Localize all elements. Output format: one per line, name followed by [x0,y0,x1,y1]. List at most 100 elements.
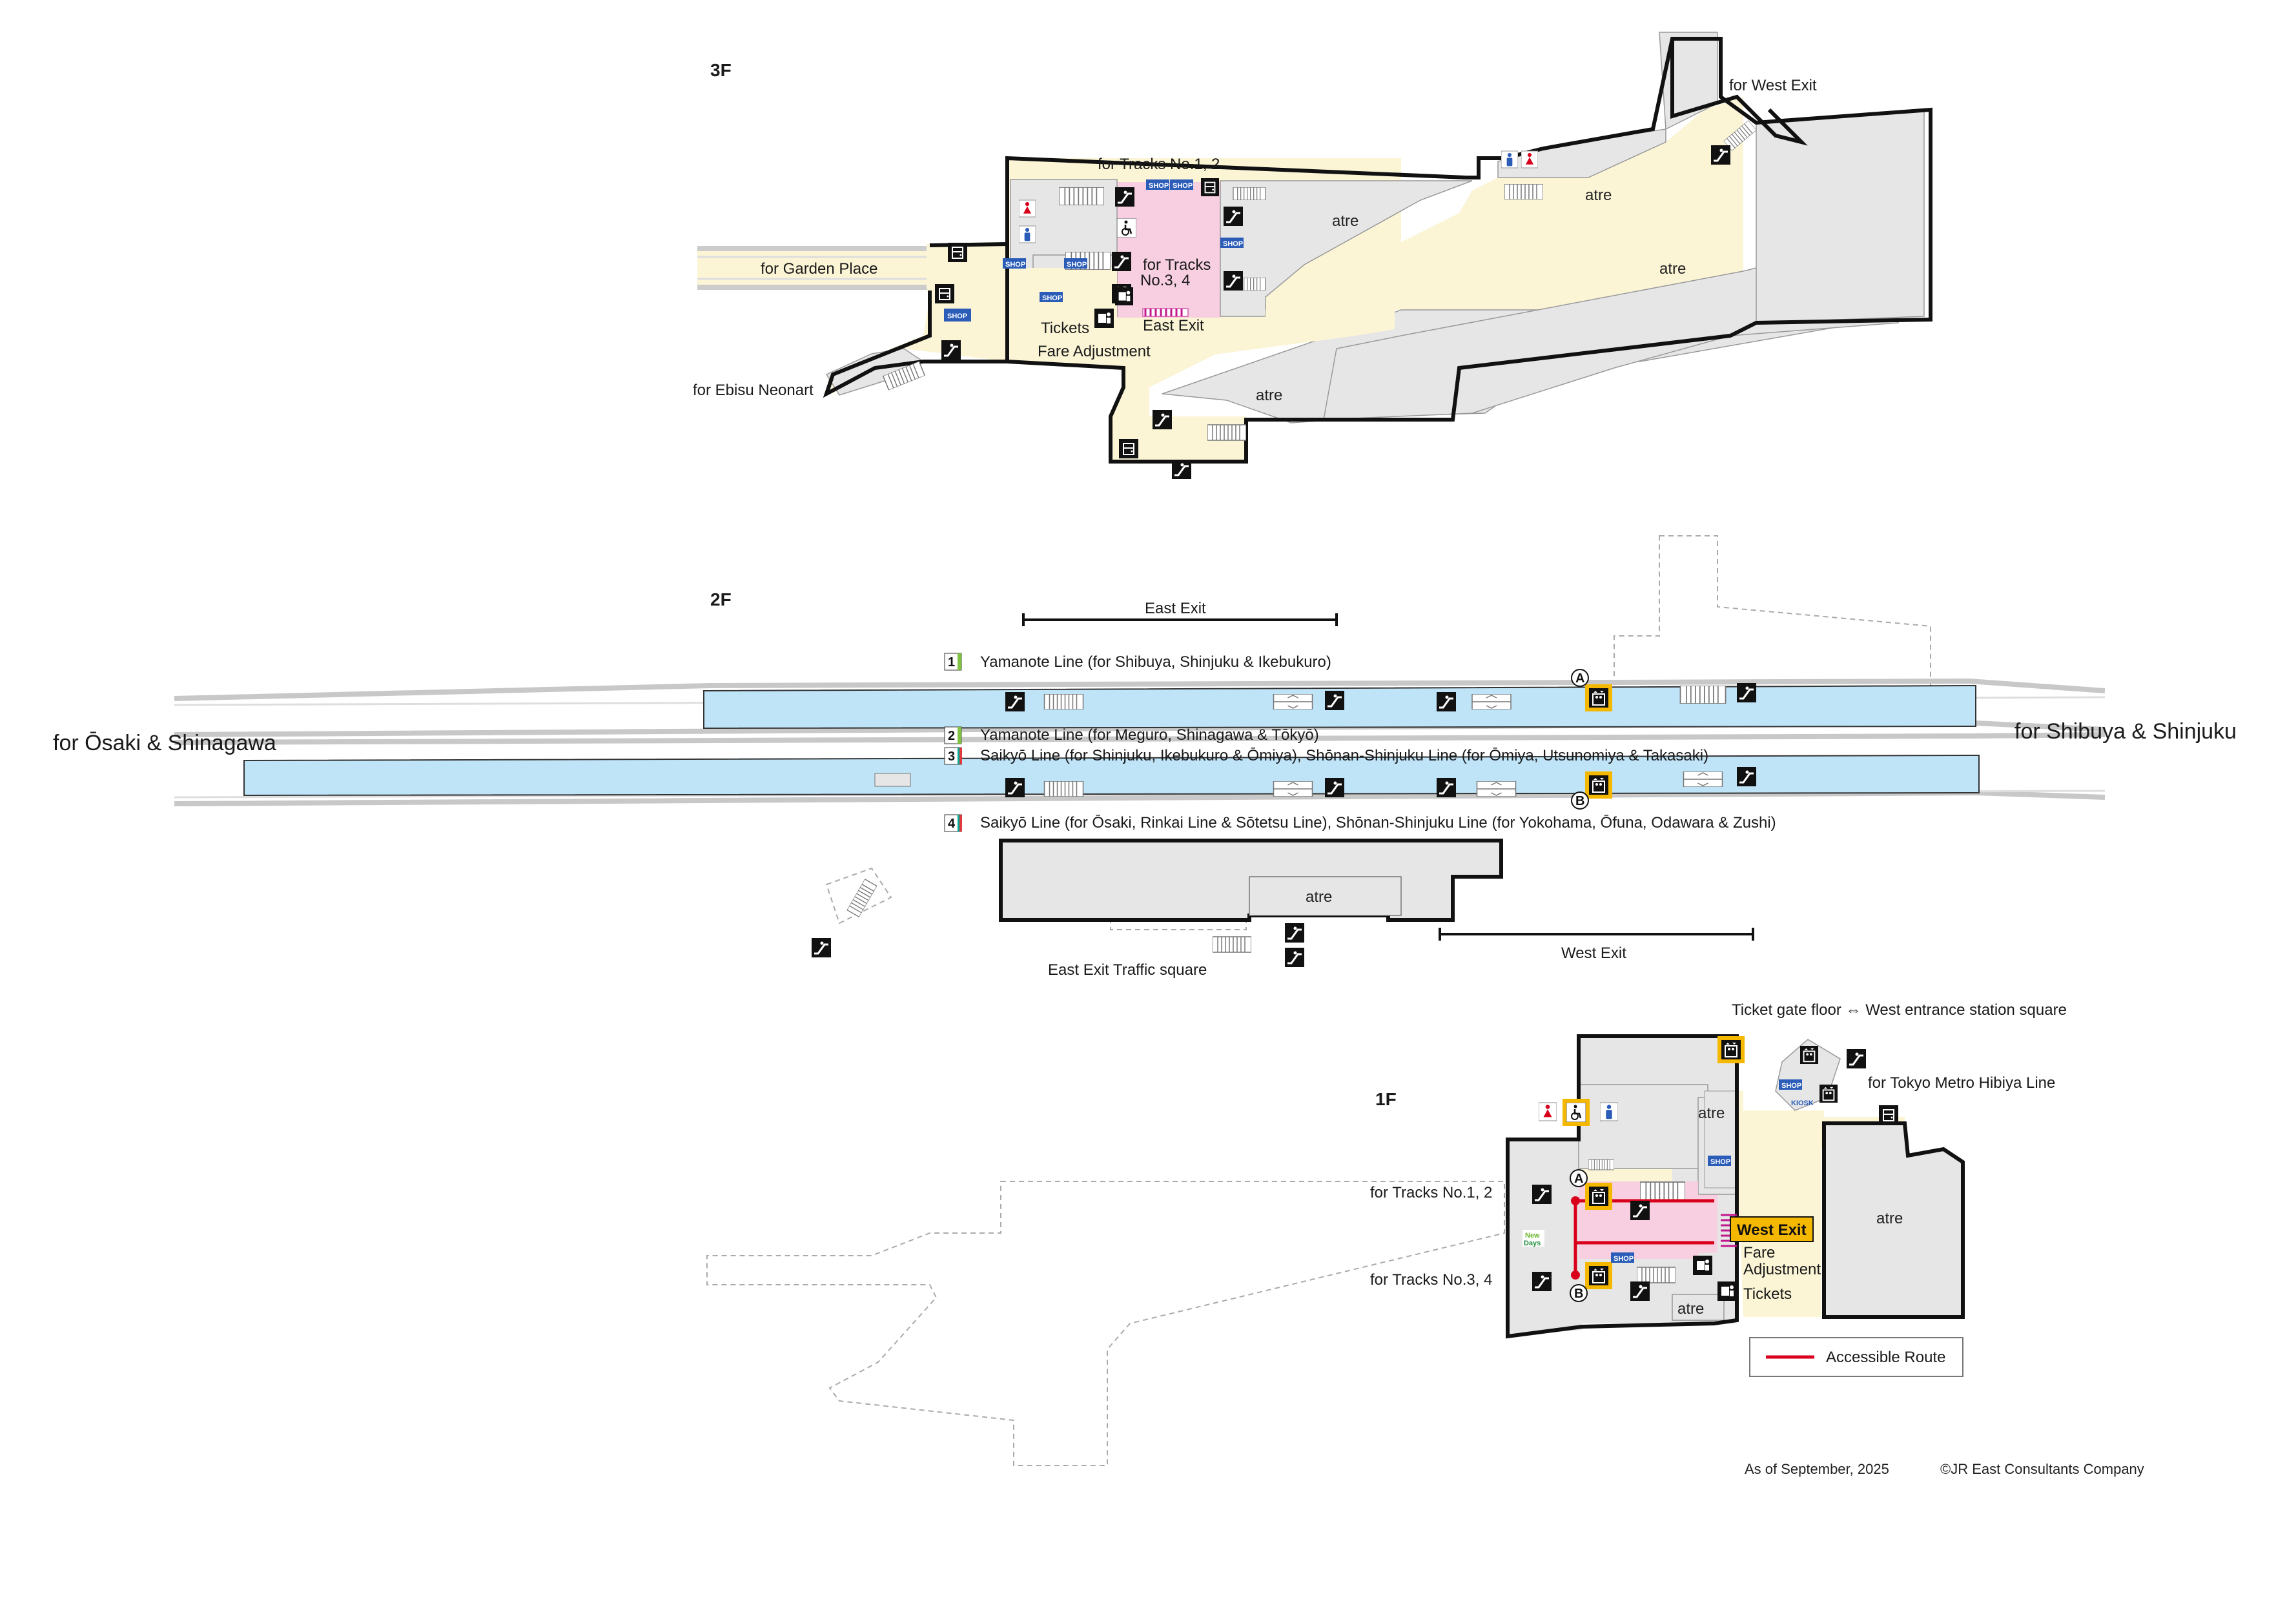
escalator-icon [1153,410,1172,429]
svg-text:Saikyō Line (for Shinjuku, Ike: Saikyō Line (for Shinjuku, Ikebukuro & Ō… [980,747,1708,764]
track-4-label: 4 Saikyō Line (for Ōsaki, Rinkai Line & … [944,814,1776,832]
label-atre: atre [1256,387,1282,404]
locker-icon [1201,178,1219,196]
floor-label-1f: 1F [1375,1089,1397,1109]
locker-icon [935,284,954,303]
label-west-exit-2f: West Exit [1561,944,1626,962]
elevator-icon [1589,1187,1608,1206]
label-tracks12-3f: for Tracks No.1, 2 [1098,156,1220,173]
shop-icon: SHOP [1781,1082,1801,1090]
locker-icon [948,243,967,262]
escalator-icon [1112,252,1131,271]
escalator-icon [1711,145,1730,165]
shop-icon: SHOP [1614,1255,1634,1263]
elevator-icon [1589,1266,1608,1285]
escalator-icon [1437,692,1456,711]
shop-icon: SHOP [947,312,967,320]
elevator-b-label: B [1574,1287,1583,1301]
floor-label-3f: 3F [710,60,732,80]
label-west-exit-3f: for West Exit [1729,77,1817,94]
label-for-osaki: for Ōsaki & Shinagawa [53,731,276,755]
shop-badges-3f: SHOP SHOP SHOP SHOP SHOP SHOP SHOP [944,179,1244,322]
elevator-a-label: A [1574,1172,1583,1186]
ticket-machine-icon [1094,309,1114,328]
escalator-icon [1630,1201,1650,1220]
elevator-icon [1819,1085,1838,1103]
label-tracks34-3f: for Tracks [1143,256,1211,274]
label-gate-square: Ticket gate floor ⇔ West entrance statio… [1732,1001,2067,1019]
legend-accessible-label: Accessible Route [1826,1349,1945,1366]
garden-corridor [697,246,930,290]
elevator-b-marker [1571,791,1589,810]
label-atre: atre [1306,888,1332,906]
svg-text:New: New [1525,1232,1540,1240]
escalator-icon [1532,1272,1552,1291]
label-hibiya: for Tokyo Metro Hibiya Line [1868,1074,2055,1092]
label-tracks34-3f-b: No.3, 4 [1140,272,1190,289]
outline-upper-dashed-1f [706,1181,1505,1466]
atre-building-1f [1822,1121,1965,1319]
footer-copyright: ©JR East Consultants Company [1940,1461,2144,1477]
elevator-b-label: B [1575,794,1584,808]
elevator-b-marker [1570,1284,1588,1302]
shop-icon: SHOP [1710,1158,1730,1166]
elevator-icon [1721,1040,1741,1059]
label-tracks12-1f: for Tracks No.1, 2 [1370,1184,1492,1201]
label-tracks34-1f: for Tracks No.3, 4 [1370,1271,1492,1289]
escalator-icon [941,340,961,360]
floor-2f: 2F East Exit West Exit [53,535,2237,979]
label-east-exit-3f: East Exit [1143,317,1204,334]
svg-text:2: 2 [948,729,955,743]
label-atre: atre [1677,1300,1704,1318]
toilet-men-icon [1600,1102,1618,1121]
track-1-label: 1 Yamanote Line (for Shibuya, Shinjuku &… [944,653,1331,671]
label-fare-adjustment-3f: Fare Adjustment [1038,343,1151,360]
floor-3f: 3F [693,32,1932,479]
label-atre: atre [1698,1105,1725,1122]
shop-icon: SHOP [1042,294,1062,302]
escalator-icon [1325,691,1344,710]
elevator-icon [1589,775,1608,795]
kiosk-label: KIOSK [1791,1099,1814,1107]
platform-3-4 [243,754,1980,797]
floor-1f: 1F atre atre atre [706,1001,2067,1466]
svg-text:3: 3 [948,750,955,764]
shop-icon: SHOP [1223,240,1243,248]
floor-label-2f: 2F [710,589,732,609]
elevator-a-label: A [1575,671,1584,686]
escalator-icon [1224,207,1243,226]
escalator-icon [1325,778,1344,797]
svg-text:Yamanote Line (for Meguro, Shi: Yamanote Line (for Meguro, Shinagawa & T… [980,726,1319,744]
newdays-logo: New Days [1522,1230,1544,1247]
elevator-icon [1589,688,1608,708]
label-tickets-3f: Tickets [1041,320,1089,337]
escalator-icon [812,938,831,957]
elevator-icon [1800,1046,1818,1064]
escalator-icon [1630,1281,1650,1301]
label-adjustment-1f: Adjustment [1743,1261,1821,1278]
elevator-a-marker [1570,1169,1588,1187]
escalator-icon [1224,271,1243,291]
ticket-machine-icon [1693,1256,1712,1275]
toilet-men-icon [1501,150,1518,168]
shop-icon: SHOP [1067,261,1087,269]
label-atre: atre [1585,187,1612,204]
label-garden-place: for Garden Place [761,260,877,278]
escalator-icon [1737,767,1756,786]
label-west-exit-1f: West Exit [1737,1221,1807,1239]
footer-asof: As of September, 2025 [1745,1461,1889,1477]
concourse-1f [1737,1117,1905,1317]
escalator-icon [1005,778,1025,797]
svg-text:Days: Days [1524,1240,1541,1247]
escalator-icon [1437,778,1456,797]
shop-icon: SHOP [1149,182,1169,190]
locker-icon [1879,1105,1898,1125]
escalator-icon [1115,187,1134,207]
escalator-icon [1847,1049,1866,1068]
svg-text:Saikyō Line (for Ōsaki, Rinkai: Saikyō Line (for Ōsaki, Rinkai Line & Sō… [980,814,1776,832]
fare-gates-3f [1142,308,1189,317]
toilet-women-icon [1521,150,1538,168]
toilet-women-icon [1539,1102,1557,1121]
escalator-icon [1737,683,1756,702]
